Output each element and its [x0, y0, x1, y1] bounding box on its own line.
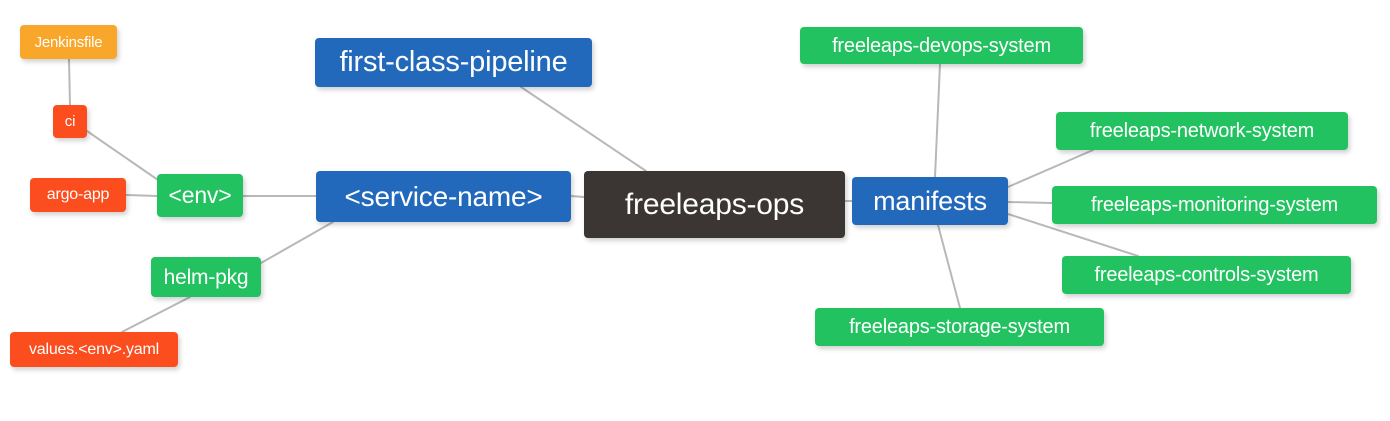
- node-helm-pkg[interactable]: helm-pkg: [151, 257, 261, 297]
- node-freeleaps-storage-system[interactable]: freeleaps-storage-system: [815, 308, 1104, 346]
- node-values-yaml[interactable]: values.<env>.yaml: [10, 332, 178, 367]
- node-first-class-pipeline[interactable]: first-class-pipeline: [315, 38, 592, 87]
- node-ci[interactable]: ci: [53, 105, 87, 138]
- node-service-name[interactable]: <service-name>: [316, 171, 571, 222]
- node-freeleaps-controls-system[interactable]: freeleaps-controls-system: [1062, 256, 1351, 294]
- edge-helm-pkg-to-service-name: [260, 221, 334, 264]
- node-manifests[interactable]: manifests: [852, 177, 1008, 225]
- node-env[interactable]: <env>: [157, 174, 243, 217]
- edge-jenkinsfile-to-ci: [68, 58, 71, 106]
- edge-argo-app-to-env: [125, 194, 158, 197]
- node-freeleaps-monitoring-system[interactable]: freeleaps-monitoring-system: [1052, 186, 1377, 224]
- edge-values-yaml-to-helm-pkg: [121, 296, 191, 333]
- edge-ci-to-env: [86, 130, 159, 181]
- edge-service-name-to-freeleaps-ops: [570, 195, 585, 198]
- edge-manifests-to-freeleaps-storage-system: [937, 224, 961, 309]
- node-freeleaps-network-system[interactable]: freeleaps-network-system: [1056, 112, 1348, 150]
- edge-first-class-pipeline-to-freeleaps-ops: [520, 86, 647, 172]
- node-freeleaps-devops-system[interactable]: freeleaps-devops-system: [800, 27, 1083, 64]
- node-jenkinsfile[interactable]: Jenkinsfile: [20, 25, 117, 59]
- node-argo-app[interactable]: argo-app: [30, 178, 126, 212]
- edge-manifests-to-freeleaps-monitoring-system: [1007, 201, 1053, 204]
- edge-freeleaps-devops-system-to-manifests: [934, 63, 941, 178]
- node-freeleaps-ops[interactable]: freeleaps-ops: [584, 171, 845, 238]
- edge-manifests-to-freeleaps-network-system: [1007, 149, 1094, 188]
